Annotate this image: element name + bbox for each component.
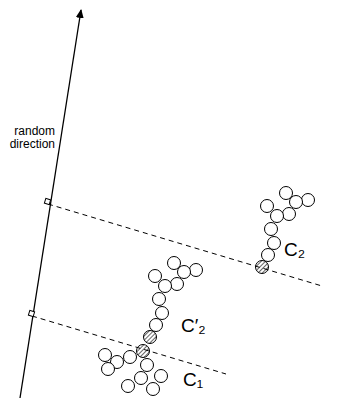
bead xyxy=(268,237,281,250)
bead xyxy=(290,196,303,209)
bead xyxy=(141,359,154,372)
bead xyxy=(149,270,162,283)
chain-label: C₂ xyxy=(283,240,306,261)
bead xyxy=(99,349,112,362)
projection-line xyxy=(32,316,226,374)
bead xyxy=(135,372,148,385)
bead xyxy=(178,266,191,279)
anchor-bead xyxy=(144,331,157,344)
bead xyxy=(280,187,293,200)
bead xyxy=(261,200,274,213)
bead xyxy=(302,194,315,207)
molecule-chains xyxy=(99,187,315,396)
bead xyxy=(265,223,278,236)
bead xyxy=(283,208,296,221)
bead xyxy=(262,249,275,262)
bead xyxy=(102,363,115,376)
chain-label: C′₂ xyxy=(180,316,207,337)
bead xyxy=(153,293,166,306)
bead xyxy=(159,280,172,293)
chain-label: C₁ xyxy=(182,370,204,391)
bead xyxy=(190,264,203,277)
bead xyxy=(155,370,168,383)
bead xyxy=(156,307,169,320)
foot-marker xyxy=(28,310,34,316)
bead xyxy=(168,257,181,270)
foot-marker xyxy=(44,198,50,204)
bead xyxy=(171,278,184,291)
projection-line xyxy=(48,204,322,286)
bead xyxy=(150,319,163,332)
bead xyxy=(124,351,137,364)
anchor-bead xyxy=(137,345,150,358)
axis-label: random direction xyxy=(2,124,56,152)
direction-axis xyxy=(20,10,81,398)
bead xyxy=(122,380,135,393)
anchor-bead xyxy=(256,261,269,274)
bead xyxy=(147,383,160,396)
bead xyxy=(271,210,284,223)
